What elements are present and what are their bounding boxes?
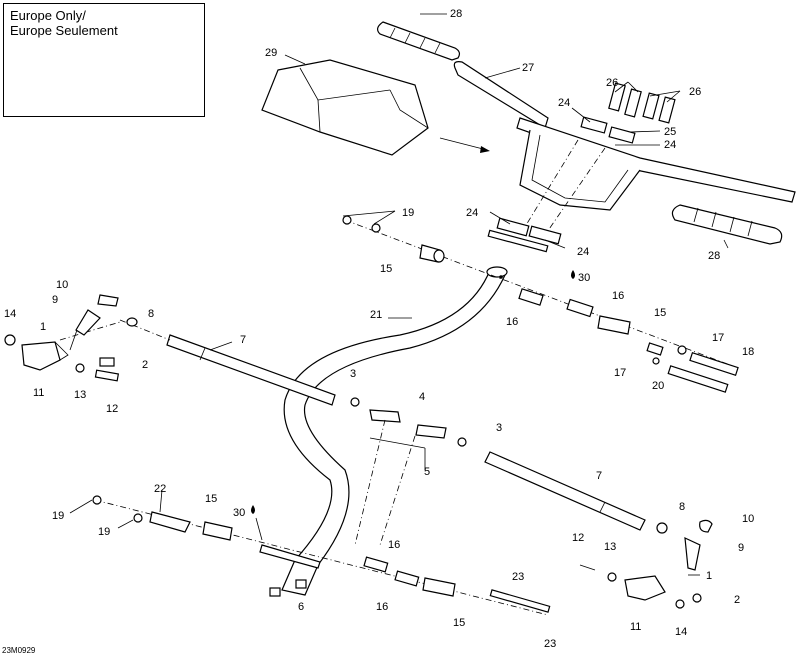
callout-15-upper-right: 15 xyxy=(654,307,666,319)
callout-23-top: 23 xyxy=(512,571,524,583)
callout-10-right: 10 xyxy=(742,513,754,525)
callout-16-upper-left: 16 xyxy=(506,316,518,328)
drawing-code: 23M0929 xyxy=(2,646,36,655)
callout-9-right: 9 xyxy=(738,542,744,554)
callout-25: 25 xyxy=(664,126,676,138)
callout-24-upper-left: 24 xyxy=(558,97,570,109)
callout-26-left: 26 xyxy=(606,77,618,89)
callout-3-right: 3 xyxy=(496,422,502,434)
callout-30-top: 30 xyxy=(578,272,590,284)
lower-link-shaft xyxy=(69,489,551,616)
callout-12-right: 12 xyxy=(572,532,584,544)
callout-7-left: 7 xyxy=(240,334,246,346)
oil-drop-icon xyxy=(571,270,575,279)
callout-3-left: 3 xyxy=(350,368,356,380)
callout-16-lower-left: 16 xyxy=(376,601,388,613)
callout-22: 22 xyxy=(154,483,166,495)
callout-9-left: 9 xyxy=(52,294,58,306)
callout-18: 18 xyxy=(742,346,754,358)
callout-1-right: 1 xyxy=(706,570,712,582)
callout-12-left: 12 xyxy=(106,403,118,415)
inset-title-line-1: Europe Only/ xyxy=(10,8,86,23)
callout-2-right: 2 xyxy=(734,594,740,606)
handlebar-grip-28-top xyxy=(377,13,461,61)
callout-15-upper-left: 15 xyxy=(380,263,392,275)
europe-only-inset: Europe Only/ Europe Seulement xyxy=(3,3,205,117)
middle-rod-ends xyxy=(350,397,467,546)
callout-11-right: 11 xyxy=(630,621,641,633)
callout-5: 5 xyxy=(424,466,430,478)
left-linkage xyxy=(4,294,138,382)
callout-6: 6 xyxy=(298,601,304,613)
clamps-24-25 xyxy=(487,107,661,253)
callout-17-bottom: 17 xyxy=(614,367,626,379)
callout-4: 4 xyxy=(419,391,425,403)
steering-column-21 xyxy=(281,266,508,596)
callout-29: 29 xyxy=(265,47,277,59)
callout-10-left: 10 xyxy=(56,279,68,291)
callout-13-right: 13 xyxy=(604,541,616,553)
callout-24-upper-right: 24 xyxy=(664,139,676,151)
handlebar-grip-28-right xyxy=(671,204,783,249)
callout-17-top: 17 xyxy=(712,332,724,344)
tie-rod-7-left xyxy=(59,319,336,406)
callout-2-left: 2 xyxy=(142,359,148,371)
inset-title-line-2: Europe Seulement xyxy=(10,23,118,38)
callout-20: 20 xyxy=(652,380,664,392)
callout-24-lower-right: 24 xyxy=(577,246,589,258)
callout-23-bottom: 23 xyxy=(544,638,556,650)
callout-7-right: 7 xyxy=(596,470,602,482)
callout-14-right: 14 xyxy=(675,626,687,638)
callout-27: 27 xyxy=(522,62,534,74)
tie-rod-7-right xyxy=(484,451,646,531)
callout-labels: 31 28 27 29 26 26 24 25 24 19 24 24 28 1… xyxy=(4,8,754,650)
callout-15-lower-right: 15 xyxy=(453,617,465,629)
bolts-26 xyxy=(608,81,681,124)
callout-21: 21 xyxy=(370,309,382,321)
callout-26-right: 26 xyxy=(689,86,701,98)
right-linkage xyxy=(579,519,713,609)
handlebar-cover-29 xyxy=(261,54,490,156)
callout-19-top: 19 xyxy=(402,207,414,219)
callout-8-left: 8 xyxy=(148,308,154,320)
callout-28-top: 28 xyxy=(450,8,462,20)
oil-drop-icon xyxy=(251,505,255,514)
upper-link-shaft xyxy=(342,210,739,393)
callout-28-right: 28 xyxy=(708,250,720,262)
callout-19-lower-left: 19 xyxy=(52,510,64,522)
callout-8-right: 8 xyxy=(679,501,685,513)
callout-1-left: 1 xyxy=(40,321,46,333)
handlebar-27 xyxy=(453,61,796,211)
callout-14-left: 14 xyxy=(4,308,16,320)
callout-13-left: 13 xyxy=(74,389,86,401)
callout-11-left: 11 xyxy=(33,387,44,399)
callout-30-bottom: 30 xyxy=(233,507,245,519)
callout-24-lower-left: 24 xyxy=(466,207,478,219)
callout-15-lower-left: 15 xyxy=(205,493,217,505)
callout-16-lower-right: 16 xyxy=(388,539,400,551)
callout-16-upper-right: 16 xyxy=(612,290,624,302)
callout-19-lower-right: 19 xyxy=(98,526,110,538)
